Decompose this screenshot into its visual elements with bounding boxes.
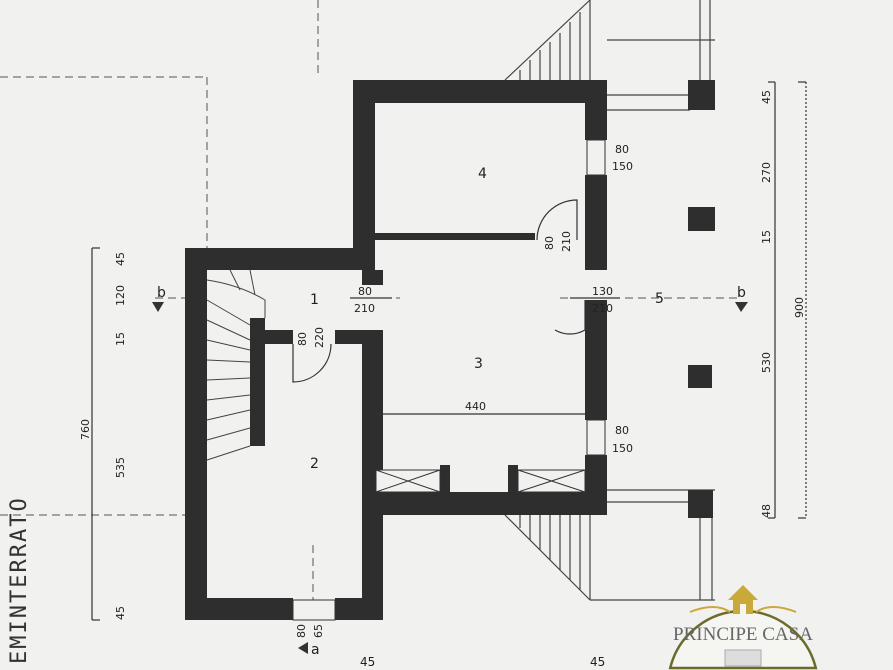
house-icon [728,585,758,614]
dim-right-270: 270 [760,162,773,183]
dim-right-530: 530 [760,352,773,373]
room-5-label: 5 [655,291,664,307]
room-2-label: 2 [310,456,319,472]
door-1-width: 80 [358,285,372,298]
dim-left-45-bottom: 45 [114,606,127,620]
logo-text: PRINCIPE CASA [673,624,813,645]
dim-right-45: 45 [760,90,773,104]
left-dimensions: 45 120 15 535 45 760 [79,252,127,620]
windows [292,139,606,621]
door-1-2-width: 80 [296,332,309,346]
window-2-height: 65 [312,624,325,638]
walls [185,80,715,620]
door-4-width: 80 [543,236,556,250]
dim-left-45-top: 45 [114,252,127,266]
right-dimensions: 45 270 15 530 48 900 [760,90,806,518]
room-3-label: 3 [474,356,483,372]
door-3-5-width: 130 [592,285,613,298]
dim-bottom-45-a: 45 [360,655,375,669]
room-4-label: 4 [478,166,487,182]
dim-bottom-45-b: 45 [590,655,605,669]
dim-left-15: 15 [114,332,127,346]
window-4-height: 150 [612,160,633,173]
section-markers [152,302,748,654]
door-1-2-height: 220 [313,327,326,348]
window-3-height: 150 [612,442,633,455]
dim-right-total: 900 [793,297,806,318]
room-1-label: 1 [310,292,319,308]
interior-stairs [206,269,266,461]
section-b-right: b [737,285,746,301]
window-3-width: 80 [615,424,629,437]
inner-dimension-440: 440 [465,400,486,413]
exterior-stairs-top [504,0,715,111]
principe-casa-logo: PRINCIPE CASA [668,585,818,670]
dim-left-535: 535 [114,457,127,478]
opening-dimensions: 80 210 80 150 130 210 80 150 440 80 210 … [295,143,633,638]
window-4-width: 80 [615,143,629,156]
section-b-left: b [157,285,166,301]
dim-right-15: 15 [760,230,773,244]
door-1-height: 210 [354,302,375,315]
dim-right-48: 48 [760,504,773,518]
floor-label: EMINTERRATO [7,496,32,664]
door-4-height: 210 [560,231,573,252]
dim-left-120: 120 [114,285,127,306]
door-swings [292,199,586,383]
section-a: a [311,642,320,658]
exterior-stairs-bottom [504,489,715,601]
dimension-lines [91,81,807,621]
dim-left-total: 760 [79,419,92,440]
window-2-width: 80 [295,624,308,638]
door-3-5-height: 210 [592,302,613,315]
